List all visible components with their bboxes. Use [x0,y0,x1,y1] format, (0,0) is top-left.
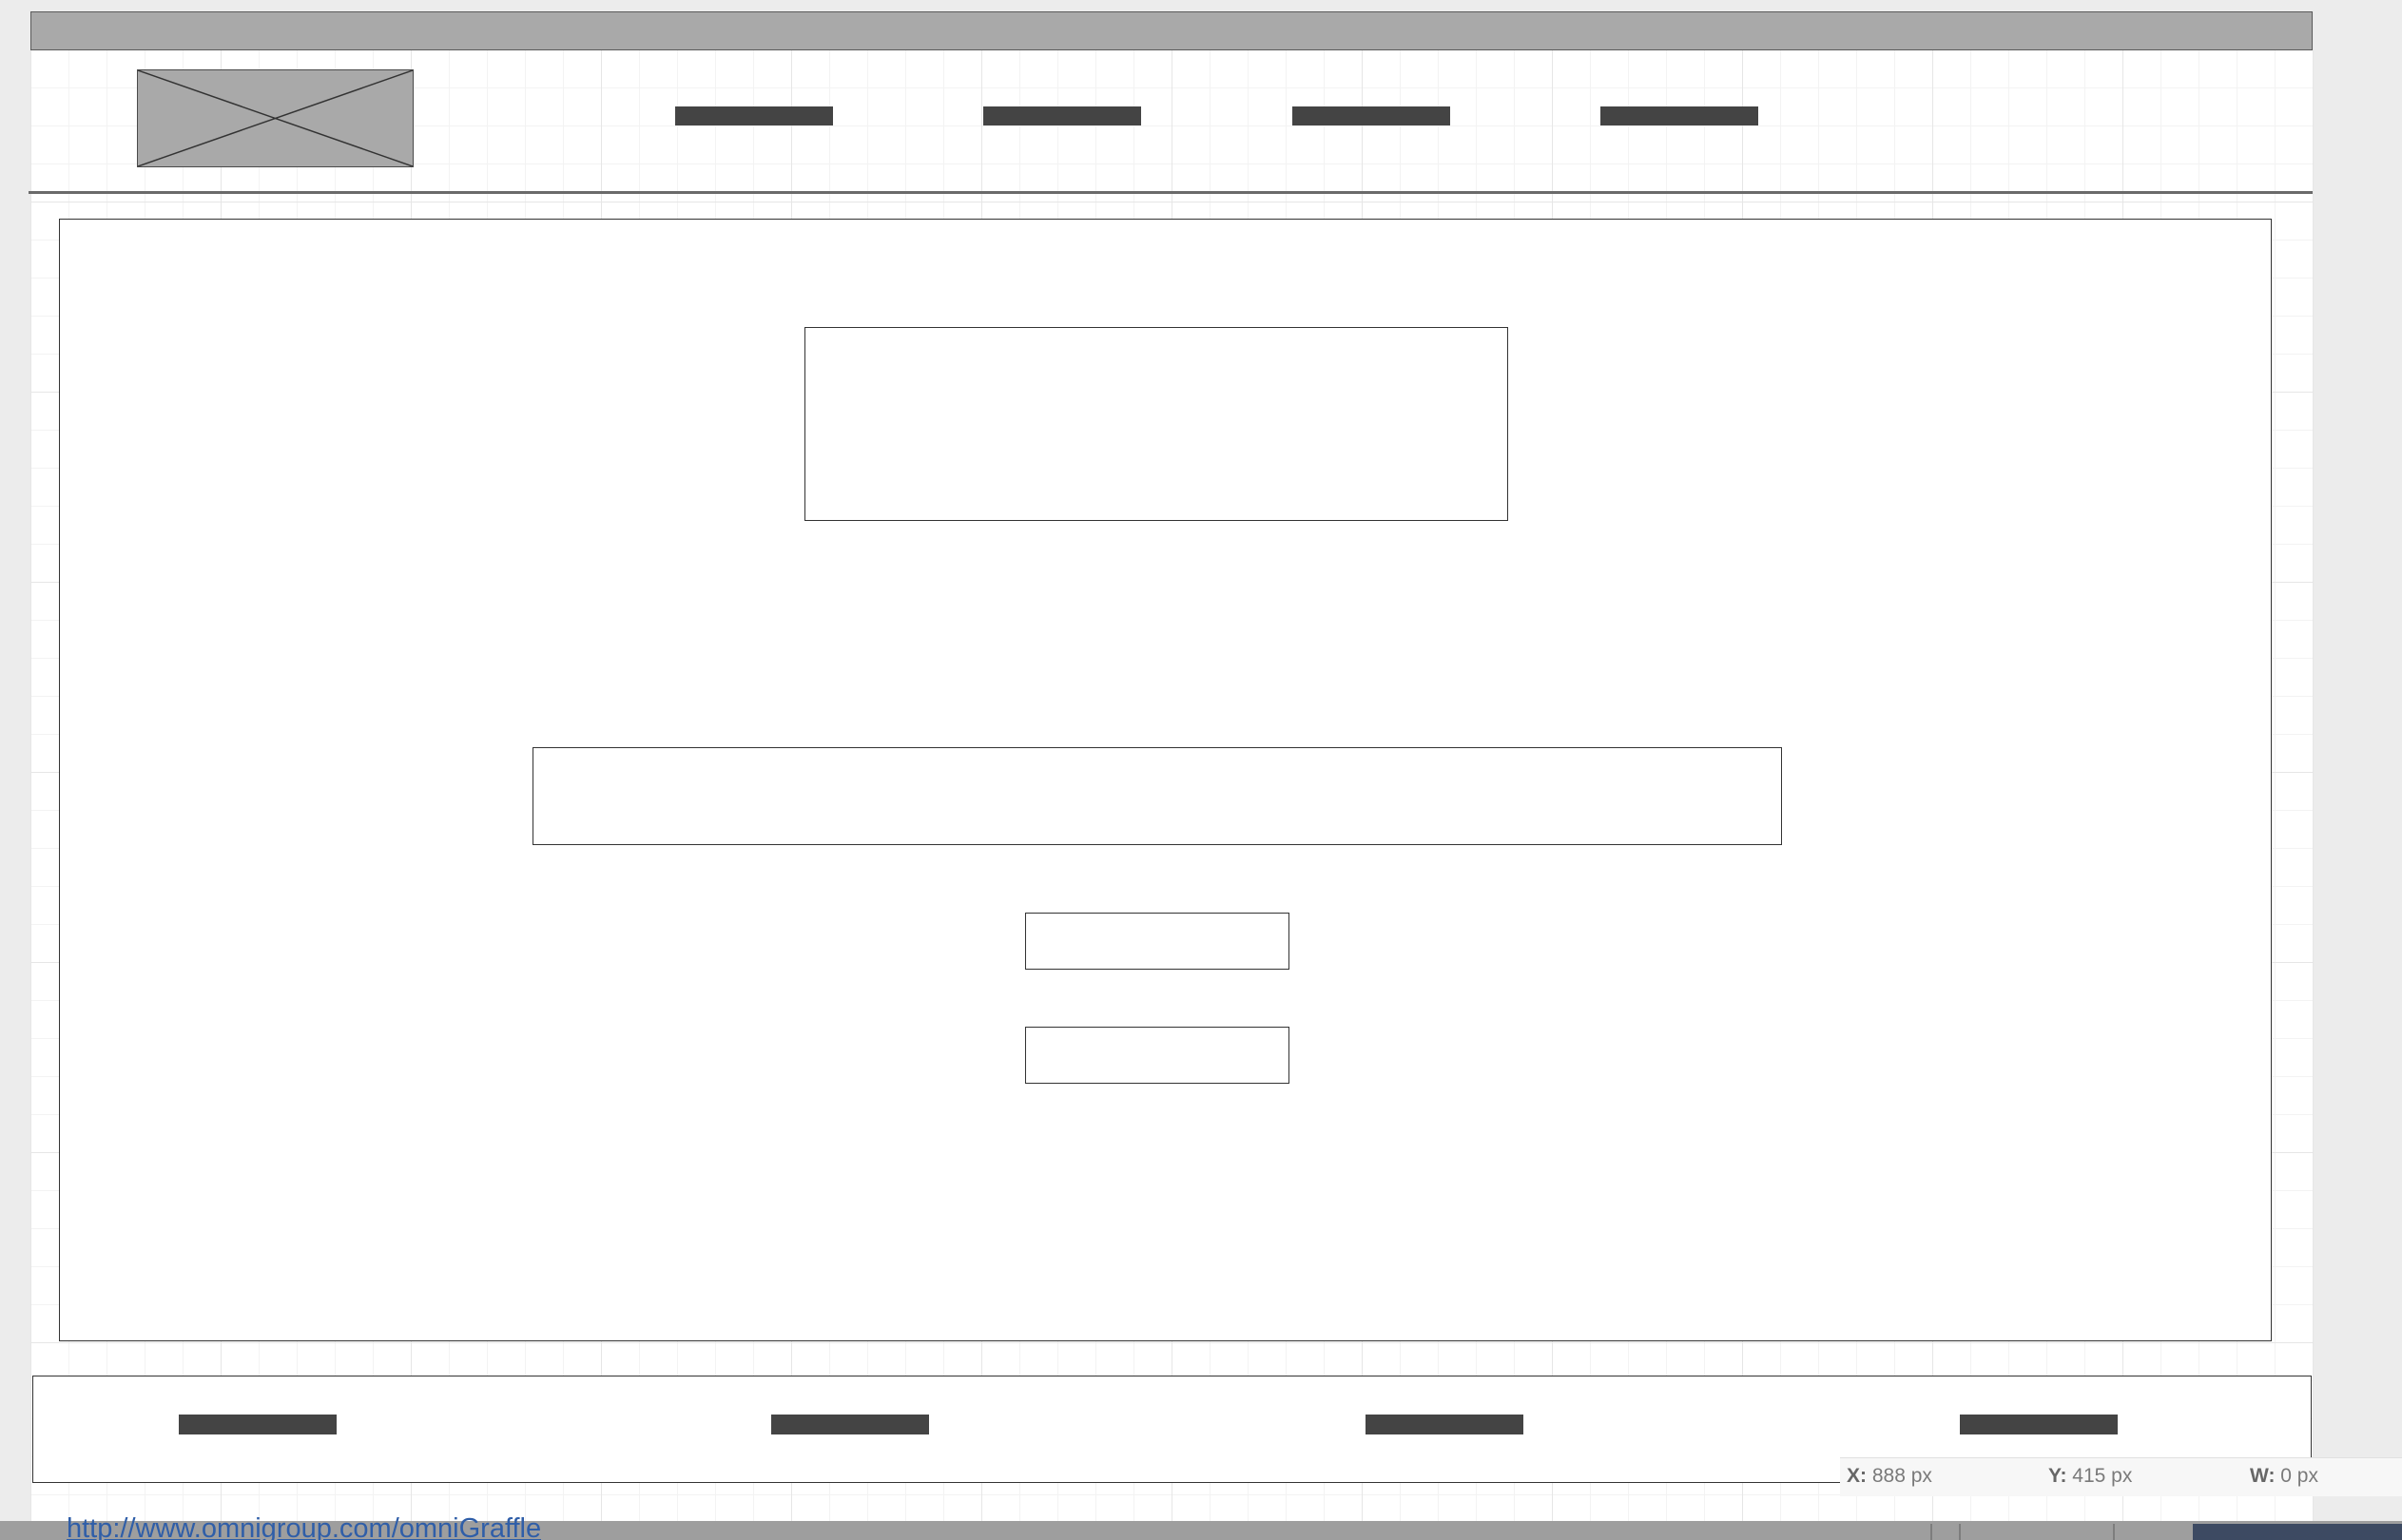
y-label: Y: [2048,1465,2067,1487]
footer-link-2[interactable] [771,1415,929,1434]
logo-placeholder[interactable] [137,69,414,167]
nav-link-1[interactable] [675,106,833,125]
x-label: X: [1847,1465,1867,1487]
w-coordinate-readout: W: 0 px [2250,1465,2318,1488]
footer-link-1[interactable] [179,1415,337,1434]
omnigraffle-url-link[interactable]: http://www.omnigroup.com/omniGraffle [67,1513,542,1540]
scrollbar-divider [1959,1524,1961,1540]
browser-top-bar [30,11,2313,50]
nav-link-3[interactable] [1292,106,1450,125]
hero-box[interactable] [804,327,1508,521]
scrollbar-divider [2113,1524,2115,1540]
image-placeholder-icon [138,70,413,166]
scrollbar-divider [1930,1524,1932,1540]
button-box-2[interactable] [1025,1027,1289,1084]
w-label: W: [2250,1465,2276,1487]
nav-link-2[interactable] [983,106,1141,125]
w-value: 0 px [2280,1465,2318,1487]
x-value: 888 px [1871,1465,1932,1487]
footer-link-3[interactable] [1366,1415,1523,1434]
bottom-scrollbar[interactable] [0,1521,2402,1540]
y-value: 415 px [2072,1465,2133,1487]
wide-input-box[interactable] [533,747,1782,845]
coordinate-status-strip [1840,1457,2402,1496]
nav-link-4[interactable] [1600,106,1758,125]
button-box-1[interactable] [1025,913,1289,970]
footer-link-4[interactable] [1960,1415,2118,1434]
x-coordinate-readout: X: 888 px [1847,1465,1932,1488]
scrollbar-thumb[interactable] [2193,1524,2402,1540]
header-divider [29,191,2313,194]
y-coordinate-readout: Y: 415 px [2048,1465,2132,1488]
